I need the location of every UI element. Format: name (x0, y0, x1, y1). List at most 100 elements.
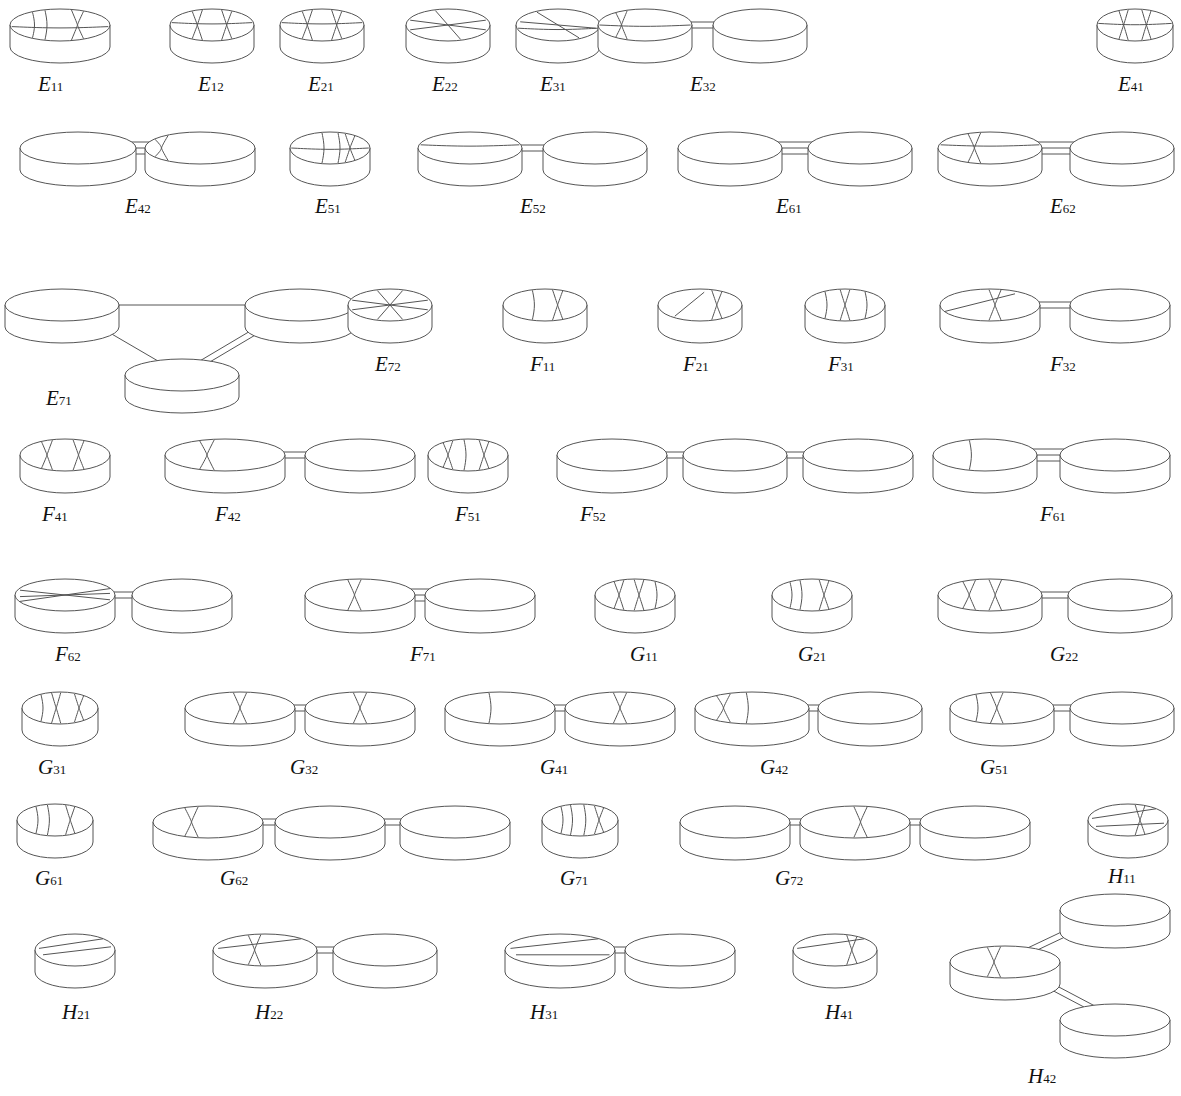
twist-curve (248, 935, 260, 965)
disk-top (132, 579, 232, 611)
surface-figure (280, 9, 364, 63)
twist-curve (233, 693, 246, 723)
surface-curve (655, 582, 657, 609)
disk-top (5, 289, 119, 321)
disk-top (10, 9, 110, 41)
disk-top (713, 9, 807, 41)
twist-curve (989, 290, 1001, 320)
surface-curve (20, 593, 110, 596)
disk-top (333, 934, 437, 966)
disk-surface (5, 289, 119, 343)
surface-figure (5, 289, 355, 413)
disk-surface (920, 806, 1030, 860)
figure-label: G41 (540, 755, 568, 780)
figure-label: F52 (580, 502, 606, 527)
disk-top (425, 579, 535, 611)
surface-curve (746, 693, 748, 724)
surface-figure (290, 132, 370, 186)
disk-surface (505, 934, 615, 988)
surface-curve (797, 939, 864, 949)
disk-top (15, 579, 115, 611)
surface-curve (571, 805, 573, 835)
disk-top (503, 289, 587, 321)
surface-curve (322, 133, 324, 163)
disk-surface (1060, 894, 1170, 948)
surface-curve (516, 954, 610, 955)
disk-surface (428, 439, 508, 493)
twist-curve (634, 580, 644, 610)
surface-figure (950, 692, 1174, 746)
disk-surface (1070, 132, 1174, 186)
disk-surface (245, 289, 355, 343)
surface-figure (678, 132, 912, 186)
figure-label: E22 (432, 72, 458, 97)
surface-figure (950, 894, 1170, 1058)
figure-label: F31 (828, 352, 854, 377)
disk-top (695, 692, 809, 724)
disk-surface (818, 692, 922, 746)
disk-top (125, 359, 239, 391)
disk-surface (1068, 579, 1172, 633)
disk-top (1070, 132, 1174, 164)
twist-curve (332, 11, 342, 40)
disk-top (406, 9, 490, 41)
disk-top (658, 289, 742, 321)
disk-surface (516, 9, 600, 63)
surface-curve (39, 939, 103, 949)
disk-top (280, 9, 364, 41)
disk-top (683, 439, 787, 471)
twist-curve (553, 291, 563, 320)
disk-surface (333, 934, 437, 988)
surface-figure (35, 934, 115, 988)
surface-curve (945, 294, 1015, 312)
disk-top (305, 439, 415, 471)
surface-figure (1088, 804, 1168, 858)
disk-surface (35, 934, 115, 988)
figure-label: G21 (798, 642, 826, 667)
surface-curve (421, 145, 520, 146)
disk-surface (683, 439, 787, 493)
twist-curve (712, 292, 722, 320)
surface-curve (43, 947, 111, 955)
surface-curve (941, 145, 1040, 146)
twist-curve (616, 11, 627, 37)
disk-surface (933, 439, 1037, 493)
disk-surface (557, 439, 667, 493)
disk-surface (680, 806, 790, 860)
disk-surface (445, 692, 555, 746)
disk-top (950, 692, 1054, 724)
surface-figure (940, 289, 1170, 343)
surface-figure (938, 579, 1172, 633)
disk-top (557, 439, 667, 471)
surface-curve (47, 805, 49, 835)
surface-curve (599, 25, 690, 26)
disk-top (35, 934, 115, 966)
figure-label: H11 (1108, 864, 1136, 889)
twist-curve (200, 440, 214, 469)
figure-label: F71 (410, 642, 436, 667)
disk-top (1060, 439, 1170, 471)
surface-figure (213, 934, 437, 988)
disk-top (805, 289, 885, 321)
surface-figure (15, 579, 232, 633)
surface-figure (348, 289, 432, 343)
disk-top (170, 9, 254, 41)
surface-figure (598, 9, 807, 63)
disk-surface (170, 9, 254, 63)
surface-curve (291, 148, 369, 149)
figure-label: F62 (55, 642, 81, 667)
surface-figure (503, 289, 587, 343)
disk-surface (940, 289, 1040, 343)
disk-top (185, 692, 295, 724)
disk-top (213, 934, 317, 966)
figure-label: E72 (375, 352, 401, 377)
figure-label: E71 (46, 386, 72, 411)
disk-surface (938, 132, 1042, 186)
twist-curve (613, 693, 626, 723)
surface-curve (532, 290, 534, 319)
surface-figure (1097, 9, 1173, 63)
disk-surface (950, 946, 1060, 1000)
twist-curve (222, 11, 232, 40)
disk-top (1068, 579, 1172, 611)
disk-top (595, 579, 675, 611)
